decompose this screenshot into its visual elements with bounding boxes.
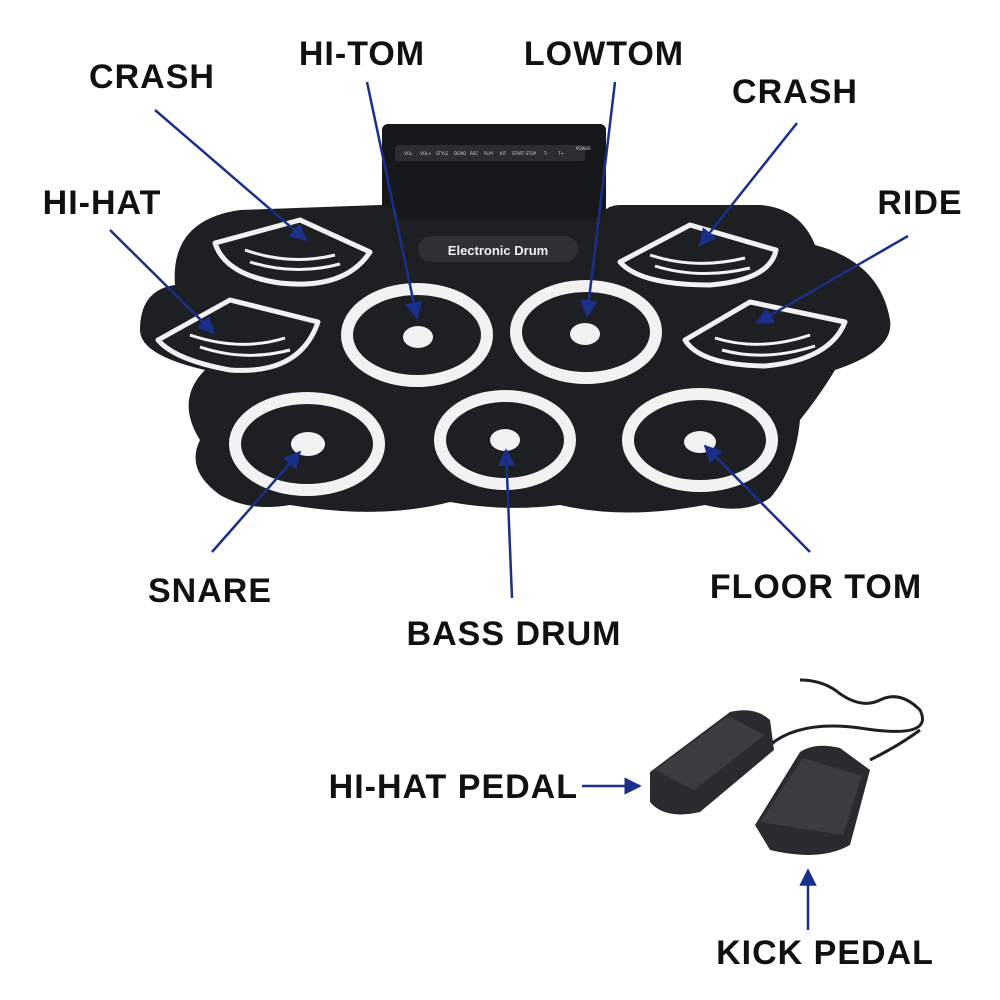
crash-left-arrow — [154, 109, 308, 242]
control-button: DEMO — [454, 151, 466, 156]
snare-pad — [229, 392, 385, 496]
ride-arrow — [755, 234, 909, 325]
snare-arrow — [211, 450, 302, 553]
control-button: POWER — [576, 146, 591, 151]
pedal-cable — [769, 678, 924, 762]
crash-right-label: CRASH — [732, 73, 858, 111]
control-button: REC — [470, 151, 478, 156]
brand-label: Electronic Drum — [448, 243, 548, 258]
brand-plate: Electronic Drum — [418, 236, 578, 262]
hi-hat-pedal-label: HI-HAT PEDAL — [328, 768, 578, 806]
kick-pedal-device — [755, 745, 870, 855]
crash-left-pad — [212, 217, 373, 287]
kick-pedal-label: KICK PEDAL — [716, 934, 934, 972]
control-button: T- — [543, 151, 548, 156]
control-button: VOL- — [404, 151, 414, 156]
control-button: STYLE — [436, 151, 449, 156]
hi-hat-pad — [155, 297, 321, 373]
bass-drum-pad — [434, 390, 576, 490]
crash-right-arrow — [698, 122, 798, 247]
ride-label: RIDE — [877, 184, 963, 222]
crash-right-pad — [617, 222, 779, 288]
control-button: VOL+ — [420, 151, 431, 156]
ride-pad — [682, 299, 848, 369]
hi-hat-label: HI-HAT — [42, 184, 162, 222]
floor-tom-pad — [622, 388, 778, 492]
hi-tom-arrow — [365, 81, 423, 320]
lowtom-pad — [510, 280, 662, 384]
crash-left-label: CRASH — [89, 58, 215, 96]
snare-label: SNARE — [147, 572, 273, 610]
floor-tom-label: FLOOR TOM — [709, 568, 923, 606]
control-button: PLAY — [484, 151, 494, 156]
control-button: START STOP — [512, 151, 537, 156]
hi-tom-label: HI-TOM — [298, 35, 426, 73]
lowtom-arrow — [580, 81, 617, 318]
hi-hat-pedal-device — [650, 710, 774, 815]
bass-drum-arrow — [497, 448, 516, 599]
lowtom-label: LOWTOM — [523, 35, 685, 73]
hi-tom-pad — [341, 283, 493, 387]
control-buttons: VOL- VOL+ STYLE DEMO REC PLAY KIT START … — [404, 146, 591, 156]
floor-tom-arrow — [703, 444, 811, 553]
control-panel: VOL- VOL+ STYLE DEMO REC PLAY KIT START … — [382, 124, 606, 224]
hi-hat-arrow — [109, 229, 216, 335]
control-button: T+ — [557, 151, 564, 156]
bass-drum-label: BASS DRUM — [406, 615, 622, 653]
control-button: KIT — [500, 151, 507, 156]
